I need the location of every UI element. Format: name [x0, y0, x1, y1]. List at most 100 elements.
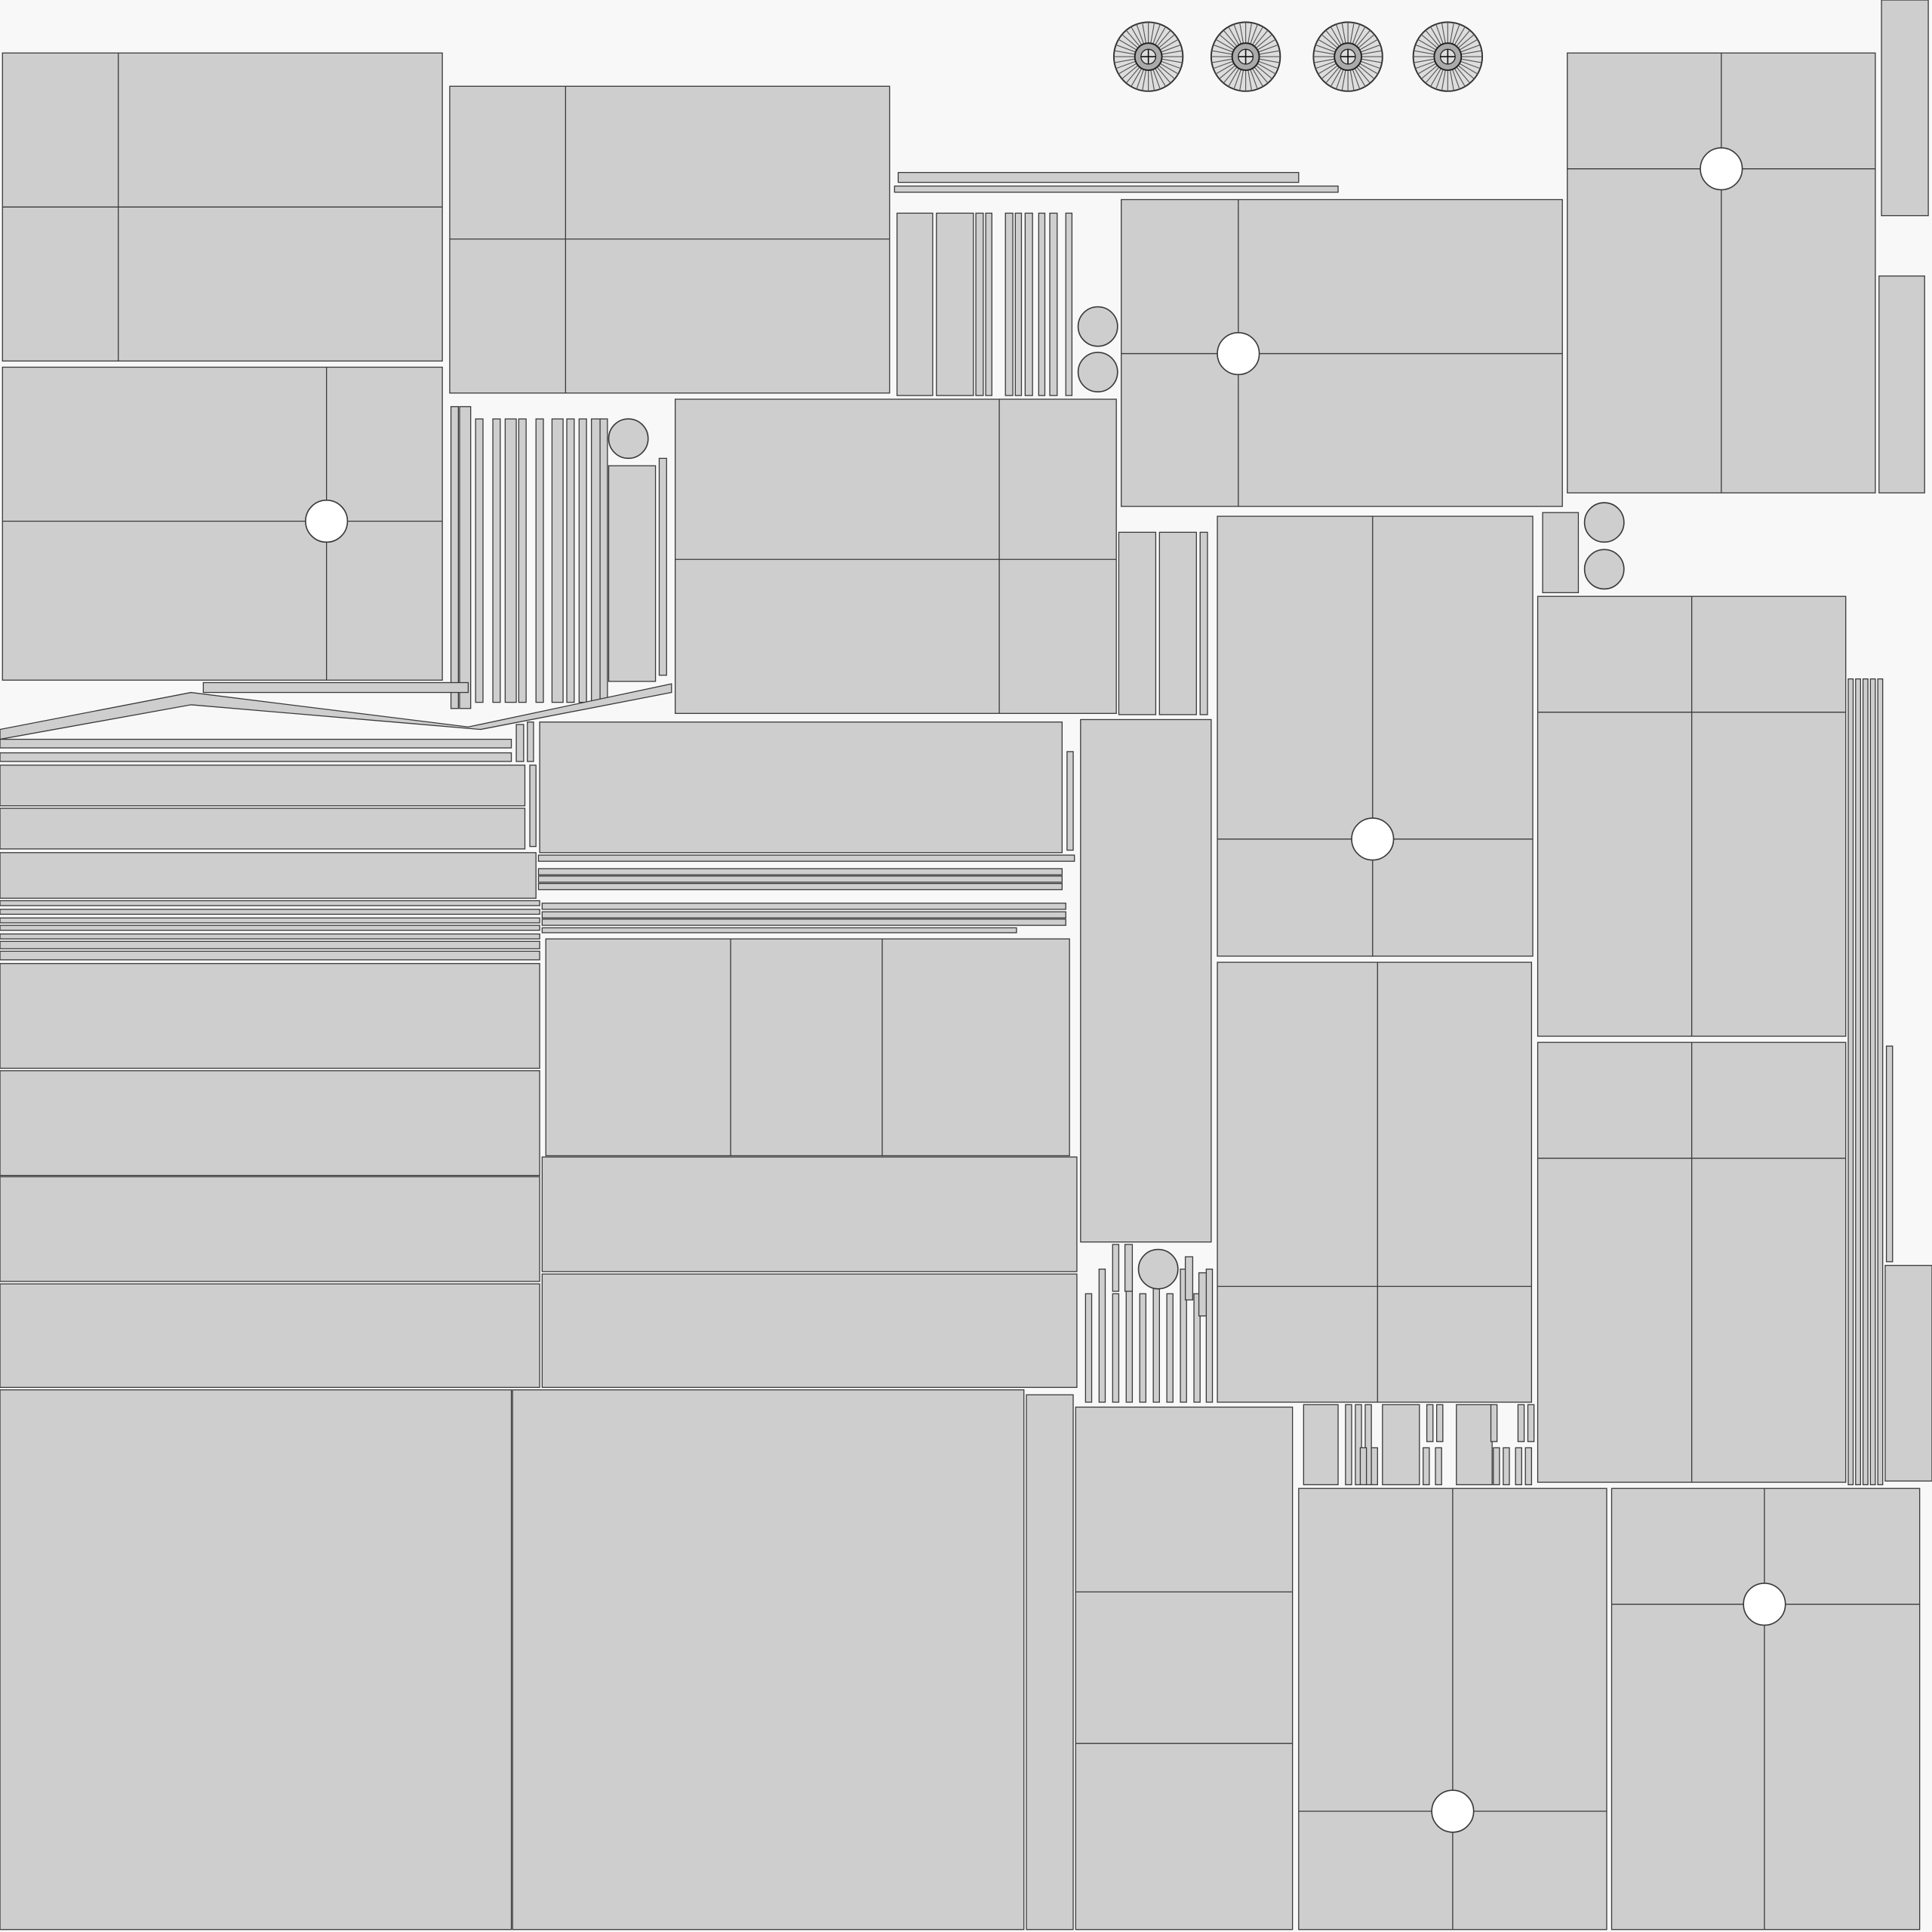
uv-island — [1611, 1487, 1921, 1930]
wheel-spoke — [1254, 66, 1269, 84]
uv-island — [1049, 212, 1058, 396]
wheel-spoke — [1125, 66, 1140, 84]
wheel-spoke — [1228, 68, 1240, 87]
wheel-spoke — [1441, 69, 1446, 91]
wheel-spoke — [1156, 66, 1171, 84]
uv-circle — [1583, 502, 1625, 543]
uv-island — [515, 724, 525, 762]
wheel-spoke — [1258, 60, 1278, 69]
uv-island — [0, 852, 537, 899]
uv-island — [0, 1389, 512, 1930]
wheel-spoke — [1136, 69, 1145, 90]
wheel-spoke — [1213, 60, 1233, 69]
wheel-spoke — [1136, 23, 1145, 45]
wheel-spoke — [1460, 44, 1481, 53]
wheel-spoke — [1115, 60, 1136, 69]
uv-island — [1371, 1447, 1378, 1485]
uv-island — [1855, 678, 1861, 1485]
uv-island — [975, 212, 984, 396]
uv-island — [1124, 1244, 1134, 1292]
wheel-spoke — [1247, 69, 1253, 91]
uv-island — [1066, 751, 1074, 851]
uv-island — [1382, 1404, 1420, 1485]
uv-island — [1184, 1256, 1194, 1301]
wheel-spoke — [1211, 58, 1233, 63]
uv-island — [0, 909, 540, 915]
uv-island — [0, 933, 540, 940]
uv-island — [1877, 678, 1884, 1485]
uv-island — [1881, 0, 1929, 217]
wheel-spoke — [1435, 69, 1444, 90]
uv-circle — [1431, 1789, 1475, 1833]
uv-island — [894, 185, 1339, 193]
wheel-spoke — [1359, 63, 1378, 75]
uv-island — [1527, 1404, 1535, 1442]
uv-island — [450, 406, 459, 709]
wheel-spoke — [1318, 38, 1337, 51]
uv-island — [0, 917, 540, 924]
uv-island — [1878, 275, 1925, 494]
uv-island — [1884, 1265, 1932, 1482]
wheel-spoke — [1420, 65, 1438, 79]
wheel-spoke — [1219, 34, 1236, 48]
uv-island — [1355, 1404, 1362, 1485]
wheel-spoke — [1258, 44, 1278, 53]
wheel-spoke — [1115, 44, 1136, 53]
uv-island — [1118, 531, 1157, 715]
uv-island — [1180, 1268, 1187, 1403]
wheel-spoke — [1254, 29, 1269, 47]
wheel-spoke — [1158, 65, 1176, 79]
wheel-spoke — [1449, 69, 1454, 91]
wheel-spoke — [1349, 22, 1355, 44]
uv-island — [527, 721, 534, 762]
wheel-spoke — [1239, 69, 1244, 91]
uv-circle — [1351, 817, 1395, 861]
wheel-spoke — [1460, 50, 1482, 55]
wheel-spoke — [1233, 69, 1242, 90]
wheel-spoke — [1215, 38, 1235, 51]
uv-island — [541, 927, 1017, 934]
wheel-spoke — [1228, 26, 1240, 45]
wheel-spoke — [1223, 29, 1238, 47]
uv-island — [897, 171, 1300, 183]
uv-island — [936, 212, 974, 396]
uv-island — [541, 903, 1066, 910]
uv-island — [1303, 1404, 1339, 1485]
wheel-spoke — [1159, 63, 1179, 75]
wheel-spoke — [1259, 50, 1280, 55]
uv-circle — [1583, 549, 1625, 590]
wheel-spoke — [1250, 69, 1258, 90]
uv-island — [1217, 961, 1533, 1403]
wheel-icons — [1112, 21, 1484, 92]
wheel-spoke — [1361, 58, 1383, 63]
wheel-spoke — [1454, 68, 1466, 87]
uv-island — [1004, 212, 1014, 396]
uv-island — [0, 738, 512, 749]
uv-island — [537, 868, 1063, 875]
wheel-spoke — [1459, 63, 1478, 75]
uv-island — [551, 418, 564, 703]
uv-island — [537, 875, 1063, 883]
wheel-spoke — [1155, 68, 1166, 87]
uv-island — [1515, 1447, 1522, 1485]
wheel-spoke — [1358, 34, 1375, 48]
uv-island — [1121, 198, 1563, 507]
uv-island — [492, 418, 501, 703]
uv-circle — [1700, 147, 1743, 191]
uv-island — [0, 1070, 540, 1177]
wheel-spoke — [1451, 69, 1460, 90]
uv-island — [566, 418, 575, 703]
wheel-spoke — [1358, 65, 1375, 79]
uv-island — [512, 1389, 1025, 1930]
wheel-spoke — [1233, 23, 1242, 45]
wheel-spoke — [1158, 34, 1176, 48]
wheel-spoke — [1321, 34, 1338, 48]
uv-island — [0, 950, 540, 961]
uv-island — [541, 911, 1066, 918]
wheel-spoke — [1142, 22, 1147, 44]
wheel-spoke — [1121, 65, 1139, 79]
wheel-spoke — [1457, 34, 1475, 48]
wheel-spoke — [1451, 23, 1460, 45]
wheel-icon — [1112, 21, 1184, 92]
wheel-spoke — [1449, 22, 1454, 44]
